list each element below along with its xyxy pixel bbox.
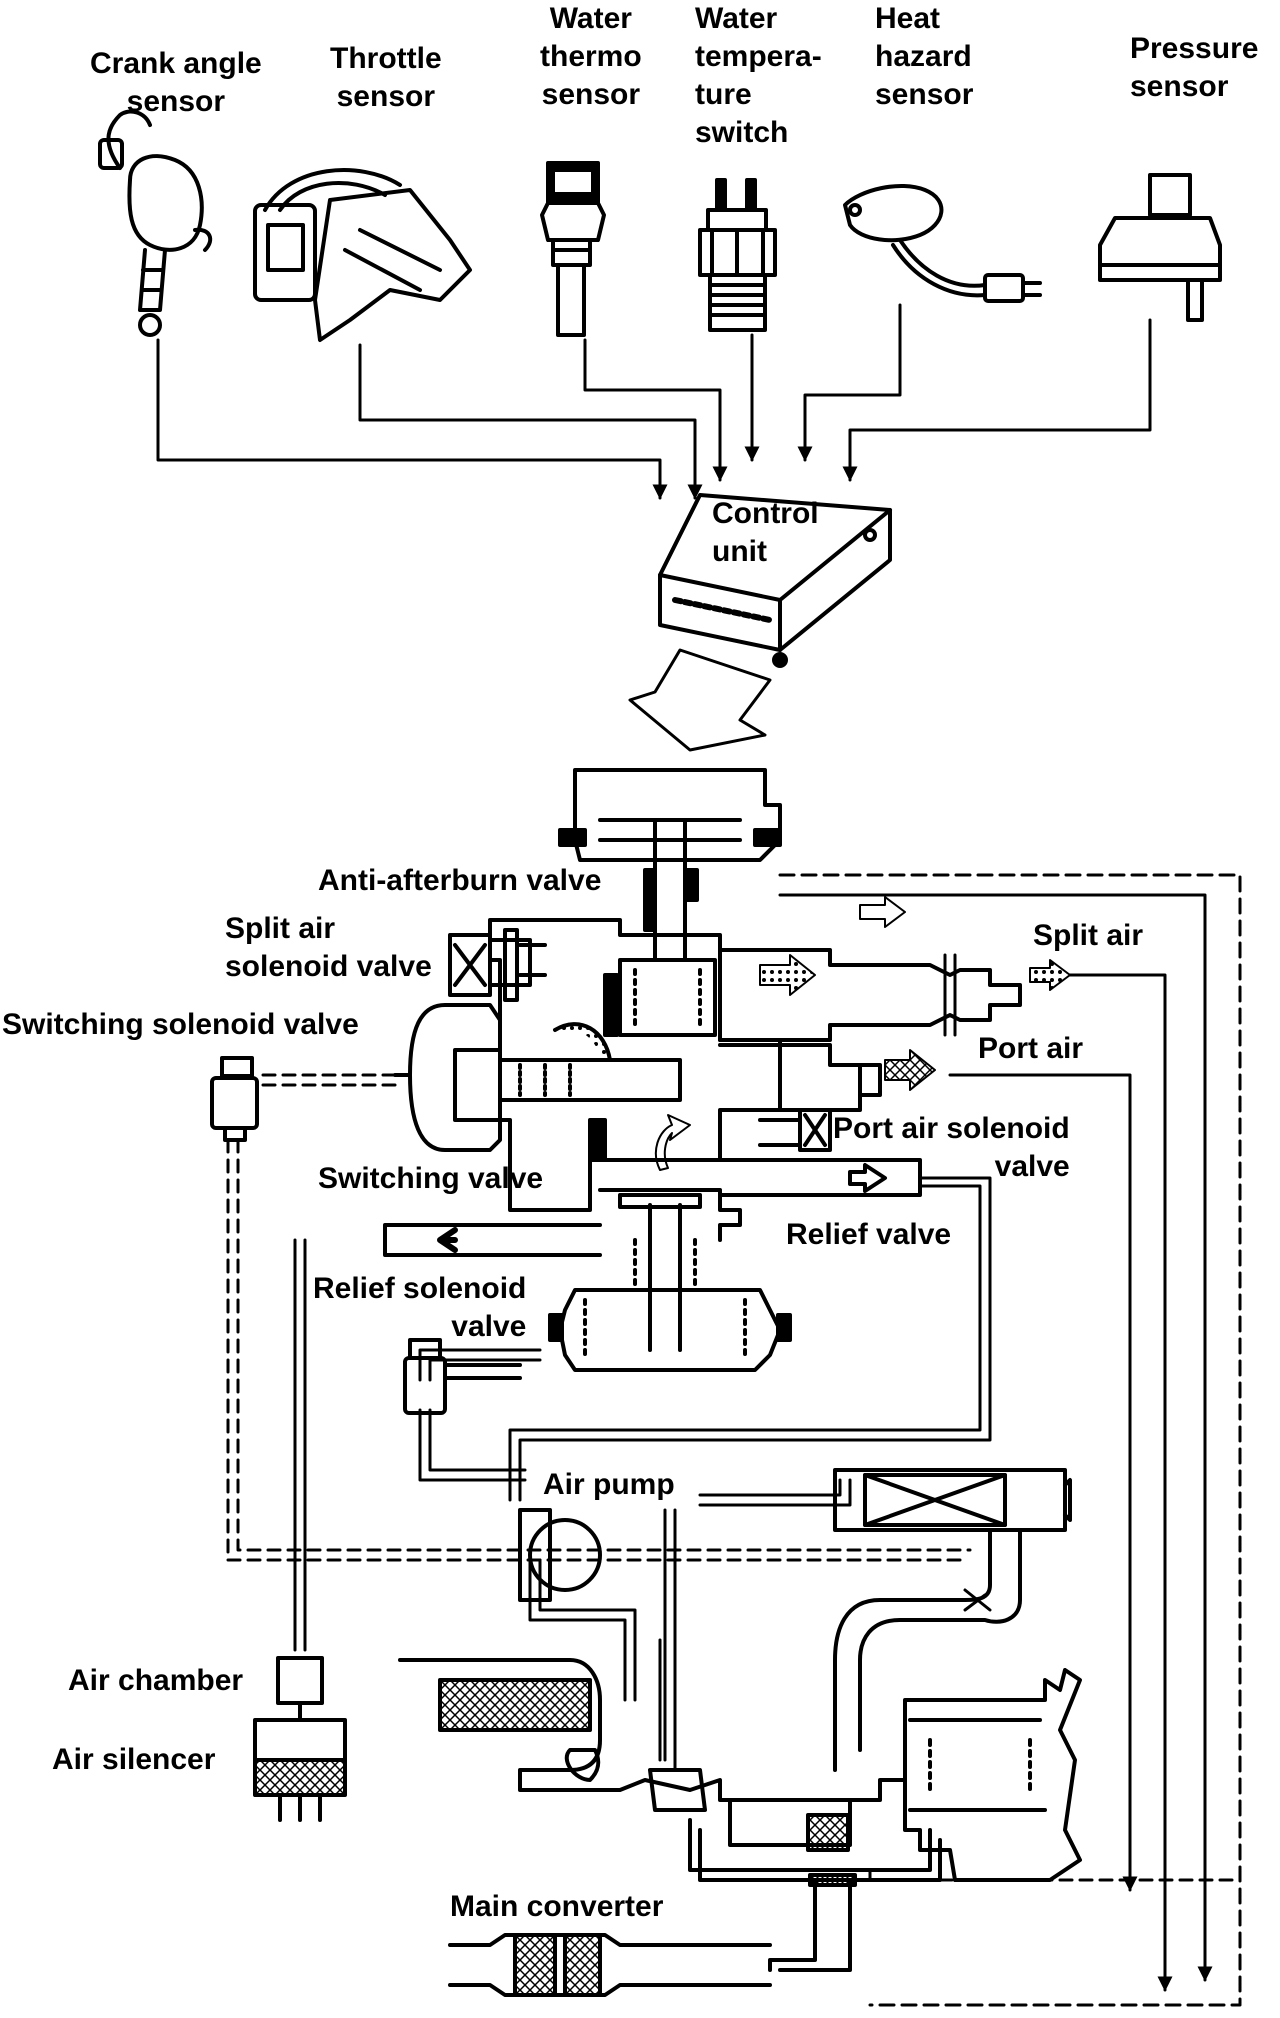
- crank-angle-sensor: [98, 109, 213, 337]
- anti-afterburn-valve-label: Anti-afterburn valve: [318, 864, 602, 897]
- air-pump-label: Air pump: [543, 1468, 675, 1501]
- water-thermo-sensor: [540, 161, 606, 337]
- water-temperature-switch-label: Water tempera- ture switch: [695, 2, 822, 149]
- port-air-label: Port air: [978, 1032, 1084, 1065]
- throttle-sensor-label: Throttle sensor: [330, 42, 442, 113]
- pressure-sensor-label: Pressure sensor: [1130, 32, 1259, 103]
- port-air-flow-arrow: [884, 1049, 936, 1091]
- air-chamber-device: [276, 1656, 324, 1722]
- split-air-solenoid-valve-label: Split air solenoid valve: [225, 912, 432, 983]
- air-pump-device: [518, 1508, 602, 1602]
- main-converter-label: Main converter: [450, 1890, 664, 1923]
- switching-solenoid-valve-label: Switching solenoid valve: [2, 1008, 359, 1041]
- sensor-signal-lines: [156, 303, 1152, 500]
- water-temperature-switch-sensor: [698, 178, 777, 332]
- water-thermo-sensor-label: Water thermo sensor: [540, 2, 642, 111]
- throttle-sensor: [253, 168, 472, 342]
- relief-valve-label: Relief valve: [786, 1218, 952, 1251]
- output-arrow: [628, 648, 772, 752]
- heat-hazard-sensor: [843, 183, 1042, 303]
- engine-block: [903, 1668, 1082, 1882]
- relief-solenoid-valve-label: Relief solenoid valve: [313, 1272, 527, 1343]
- split-air-label: Split air: [1033, 919, 1144, 952]
- split-air-out-arrow: [1029, 959, 1071, 991]
- split-air-flow-arrow: [759, 954, 816, 996]
- crank-angle-sensor-label: Crank angle sensor: [90, 47, 262, 118]
- control-unit-label: Control unit: [712, 497, 819, 568]
- main-converter-device: [448, 1873, 857, 1997]
- exhaust-manifold: [398, 1658, 942, 1882]
- relief-solenoid-device: [403, 1338, 522, 1415]
- air-silencer-device: [253, 1718, 347, 1822]
- air-silencer-label: Air silencer: [52, 1743, 216, 1776]
- air-cleaner-box: [833, 1468, 1072, 1772]
- port-air-solenoid-valve-label: Port air solenoid valve: [833, 1112, 1070, 1183]
- switching-solenoid-device: [210, 1056, 259, 1142]
- control-unit: [658, 493, 892, 668]
- pipe-routing: [226, 873, 1242, 2007]
- pressure-sensor: [1098, 173, 1222, 322]
- air-chamber-label: Air chamber: [68, 1664, 244, 1697]
- switching-valve-label: Switching valve: [318, 1162, 544, 1195]
- top-right-arrow: [859, 896, 906, 928]
- heat-hazard-sensor-label: Heat hazard sensor: [875, 2, 974, 111]
- up-flow-arrow: [654, 1114, 691, 1171]
